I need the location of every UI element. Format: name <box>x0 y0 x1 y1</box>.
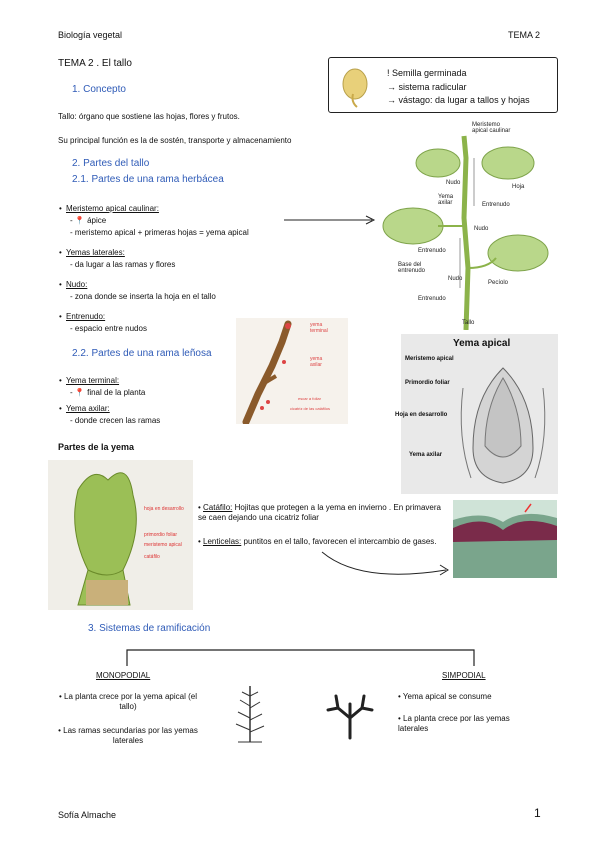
header-topic: TEMA 2 <box>508 30 541 40</box>
item-label: Yemas laterales: <box>66 248 125 257</box>
bud-label-catafilo: catáfilo <box>144 554 160 560</box>
herbaceous-plant-diagram: Meristemo apical caulinar Nudo Hoja Yema… <box>378 118 558 331</box>
simp-item-1: • Yema apical se consume <box>398 692 492 701</box>
page-number: 1 <box>534 806 541 820</box>
apical-image-title: Yema apical <box>453 338 511 349</box>
label-yema-axilar-branch: yema axilar <box>310 356 323 368</box>
footer-author: Sofía Almache <box>58 810 117 820</box>
section-2-2-heading: 2.2. Partes de una rama leñosa <box>72 348 212 359</box>
label-entrenudo-3: Entrenudo <box>418 296 446 302</box>
pin-icon: 📍 <box>74 388 85 397</box>
branching-bracket <box>126 649 475 666</box>
branch-illustration <box>242 320 292 426</box>
section-3-heading: 3. Sistemas de ramificación <box>88 623 211 634</box>
woody-branch-image: yema terminal yema axilar escar a foliar… <box>236 318 348 426</box>
page-title: TEMA 2 . El tallo <box>58 58 132 69</box>
lenticelas-text: puntitos en el tallo, favorecen el inter… <box>241 537 437 546</box>
simp-item-2: • La planta crece por las yemas laterale… <box>398 714 510 733</box>
item-label: Yema axilar: <box>66 404 110 413</box>
monopodial-diagram <box>235 686 265 743</box>
germinated-seed-box: ! Semilla germinada → sistema radicular … <box>328 57 558 113</box>
label-nudo-1: Nudo <box>446 180 461 186</box>
apical-bud-image: Yema apical Meristemo apical Primordio f… <box>395 334 558 494</box>
header-subject: Biología vegetal <box>58 30 123 40</box>
label-meristem: Meristemo apical caulinar <box>472 122 511 134</box>
seed-box-line-1: → sistema radicular <box>387 82 467 92</box>
herbaceous-parts-list: Meristemo apical caulinar: - 📍 ápice - m… <box>59 204 296 334</box>
arrow-icon <box>284 215 376 225</box>
label-entrenudo-2: Entrenudo <box>418 248 446 254</box>
label-peciolo: Pecíolo <box>488 280 509 286</box>
list-item: Nudo: <box>59 280 296 290</box>
seed-box-title: ! Semilla germinada <box>387 68 467 78</box>
label-tallo: Tallo <box>462 320 475 326</box>
item-label: Nudo: <box>66 280 88 289</box>
lenticelas-note: • Lenticelas: puntitos en el tallo, favo… <box>198 537 437 546</box>
item-label: Entrenudo: <box>66 312 106 321</box>
bud-illustration <box>74 472 137 606</box>
item-line: - zona donde se inserta la hoja en el ta… <box>70 292 216 301</box>
label-yema-axilar: Yema axilar <box>438 194 454 206</box>
item-line: - espacio entre nudos <box>70 324 147 333</box>
simpodial-label: SIMPODIAL <box>442 671 486 680</box>
section-2-1-heading: 2.1. Partes de una rama herbácea <box>72 174 224 185</box>
catafilo-text: Hojitas que protegen a la yema en invier… <box>198 503 441 522</box>
lenticel-image <box>453 500 557 578</box>
item-line: - da lugar a las ramas y flores <box>70 260 176 269</box>
list-item: Yema terminal: <box>59 376 236 386</box>
list-item: Entrenudo: <box>59 312 296 322</box>
mono-item-2: • Las ramas secundarias por las yemas la… <box>58 726 198 745</box>
list-item-detail: - 📍 final de la planta <box>70 388 146 397</box>
bud-image: hoja en desarrollo primordio foliar meri… <box>48 460 193 610</box>
label-nudo-2: Nudo <box>474 226 489 232</box>
section-2-heading: 2. Partes del tallo <box>72 158 150 169</box>
bud-section-illustration <box>460 367 546 484</box>
monopodial-label: MONOPODIAL <box>96 671 151 680</box>
label-scar-2: cicatriz de las catáfilos <box>290 406 331 411</box>
apical-label-yema: Yema axilar <box>409 452 443 458</box>
item-line: final de la planta <box>87 388 146 397</box>
apical-label-hoja: Hoja en desarrollo <box>395 412 448 418</box>
section-1-heading: 1. Concepto <box>72 84 126 95</box>
mono-item-1: • La planta crece por la yema apical (el… <box>59 692 197 711</box>
apical-label-meristem: Meristemo apical <box>405 356 454 362</box>
bud-label-primordio: primordio foliar <box>144 532 178 538</box>
apical-label-primordio: Primordio foliar <box>405 380 450 386</box>
item-label: Yema terminal: <box>66 376 120 385</box>
catafilo-label: Catáfilo: <box>203 503 233 512</box>
pin-icon: 📍 <box>74 216 85 225</box>
woody-parts-list: Yema terminal: - 📍 final de la planta Ye… <box>59 376 236 426</box>
label-hoja: Hoja <box>512 184 525 190</box>
curved-arrow-icon <box>321 551 449 576</box>
seed-box-line-2: → vástago: da lugar a tallos y hojas <box>387 95 530 105</box>
item-line: - donde crecen las ramas <box>70 416 161 425</box>
mono-item-text: La planta crece por la yema apical (el t… <box>64 692 197 711</box>
list-item-detail: - 📍 ápice <box>70 216 107 225</box>
catafilo-note: • Catáfilo: Hojitas que protegen a la ye… <box>198 503 441 522</box>
list-item: Meristemo apical caulinar: <box>59 204 296 214</box>
bud-parts-heading: Partes de la yema <box>58 442 135 452</box>
bud-label-meristemo: meristemo apical <box>144 542 182 548</box>
label-entrenudo-1: Entrenudo <box>482 202 510 208</box>
label-base-entrenudo: Base del entrenudo <box>398 262 426 274</box>
plant-illustration <box>382 135 549 331</box>
list-item: Yemas laterales: <box>59 248 296 258</box>
lenticel-illustration <box>453 503 557 578</box>
item-line: - meristemo apical + primeras hojas = ye… <box>70 228 249 237</box>
simpodial-diagram <box>326 694 374 740</box>
lenticelas-label: Lenticelas: <box>203 537 242 546</box>
mono-item-text: Las ramas secundarias por las yemas late… <box>63 726 198 745</box>
simp-item-text: Yema apical se consume <box>402 692 492 701</box>
label-scar: escar a foliar <box>298 396 321 401</box>
label-yema-terminal: yema terminal <box>310 322 328 334</box>
list-item: Yema axilar: <box>59 404 236 414</box>
bud-label-hoja: hoja en desarrollo <box>144 506 184 512</box>
simp-item-text: La planta crece por las yemas laterales <box>398 714 510 733</box>
label-nudo-3: Nudo <box>448 276 463 282</box>
tallo-definition: Tallo: órgano que sostiene las hojas, fl… <box>58 112 240 121</box>
tallo-function: Su principal función es la de sostén, tr… <box>58 136 292 145</box>
item-label: Meristemo apical caulinar: <box>66 204 159 213</box>
seed-illustration <box>342 68 368 108</box>
item-line: ápice <box>87 216 107 225</box>
